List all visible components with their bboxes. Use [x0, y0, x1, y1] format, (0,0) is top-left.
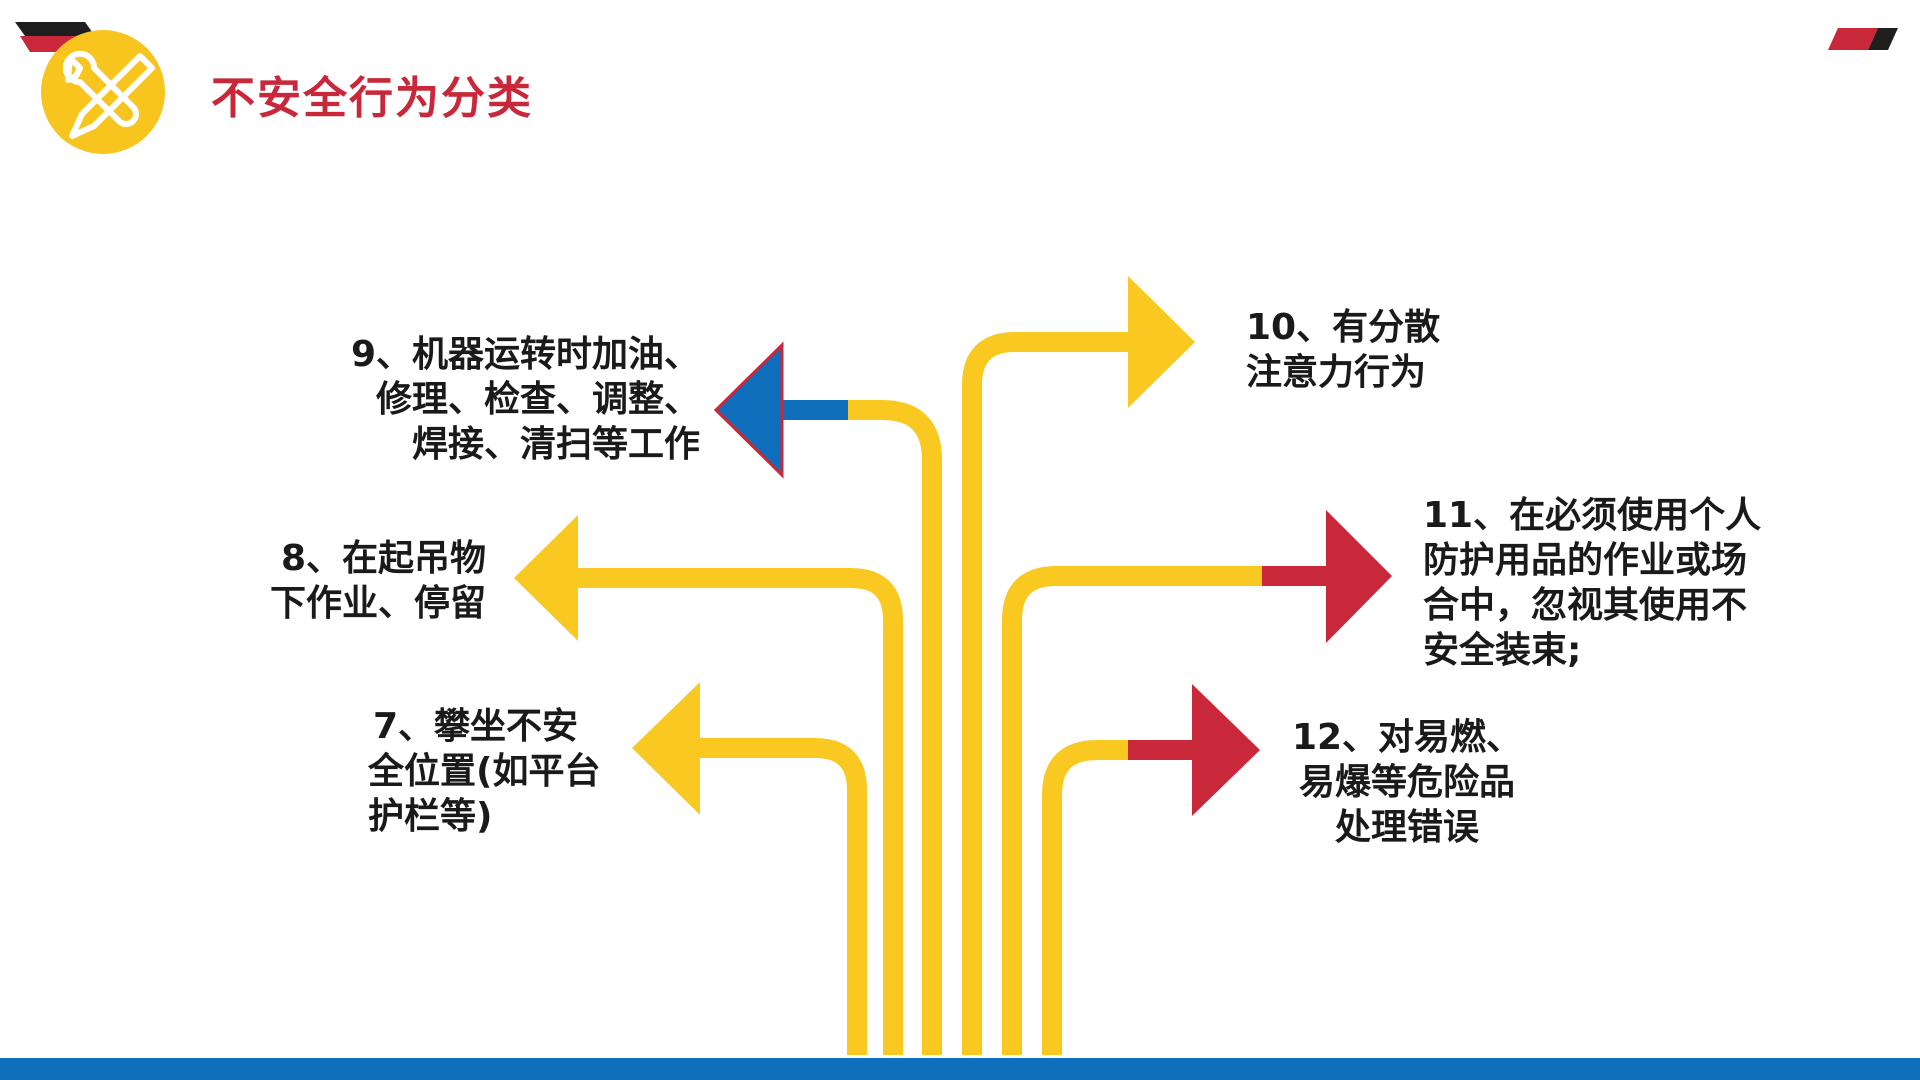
- label-12-line-2: 易爆等危险品: [1298, 762, 1515, 803]
- label-8-line-1: 8、在起吊物: [280, 538, 486, 579]
- top-right-accent: [1828, 28, 1898, 50]
- arrowhead-8: [514, 515, 578, 641]
- label-9-line-2: 修理、检查、调整、: [375, 379, 700, 420]
- shaft-red-11: [1262, 566, 1330, 586]
- label-11-line-3: 合中，忽视其使用不: [1423, 585, 1748, 626]
- label-9-line-1: 9、机器运转时加油、: [350, 334, 700, 375]
- arrowhead-12: [1192, 684, 1260, 816]
- label-11-line-1: 11、在必须使用个人: [1423, 495, 1762, 536]
- arrowhead-7: [632, 682, 700, 815]
- label-10-line-2: 注意力行为: [1246, 352, 1427, 393]
- label-8-line-2: 下作业、停留: [269, 583, 486, 624]
- page-title: 不安全行为分类: [211, 73, 533, 124]
- tools-icon: [41, 30, 165, 154]
- bottom-bar: [0, 1058, 1920, 1080]
- stem-11: [1002, 566, 1265, 1055]
- label-item-9: 9、机器运转时加油、 修理、检查、调整、 焊接、清扫等工作: [320, 332, 700, 467]
- stem-8: [560, 568, 903, 1055]
- stem-10: [962, 332, 1135, 1055]
- label-7-line-3: 护栏等): [368, 796, 493, 837]
- shaft-red-12: [1128, 740, 1194, 760]
- stem-12: [1042, 740, 1130, 1055]
- label-item-7: 7、攀坐不安 全位置(如平台 护栏等): [368, 704, 648, 839]
- label-item-8: 8、在起吊物 下作业、停留: [230, 536, 486, 626]
- arrowhead-11: [1326, 510, 1392, 643]
- stem-7: [680, 738, 867, 1055]
- label-item-11: 11、在必须使用个人 防护用品的作业或场 合中，忽视其使用不 安全装束;: [1423, 493, 1823, 673]
- arrowhead-10: [1128, 276, 1195, 408]
- label-10-line-1: 10、有分散: [1246, 307, 1441, 348]
- label-11-line-4: 安全装束;: [1423, 630, 1582, 671]
- label-item-12: 12、对易燃、 易爆等危险品 处理错误: [1282, 715, 1532, 850]
- label-7-line-1: 7、攀坐不安: [373, 706, 579, 747]
- shaft-blue-9: [780, 400, 848, 420]
- label-12-line-1: 12、对易燃、: [1291, 717, 1523, 758]
- label-item-10: 10、有分散 注意力行为: [1246, 305, 1506, 395]
- stem-9: [838, 400, 942, 1055]
- arrowhead-9: [713, 341, 784, 479]
- label-11-line-2: 防护用品的作业或场: [1423, 540, 1748, 581]
- label-9-line-3: 焊接、清扫等工作: [411, 424, 700, 465]
- label-12-line-3: 处理错误: [1334, 807, 1479, 848]
- label-7-line-2: 全位置(如平台: [368, 751, 601, 792]
